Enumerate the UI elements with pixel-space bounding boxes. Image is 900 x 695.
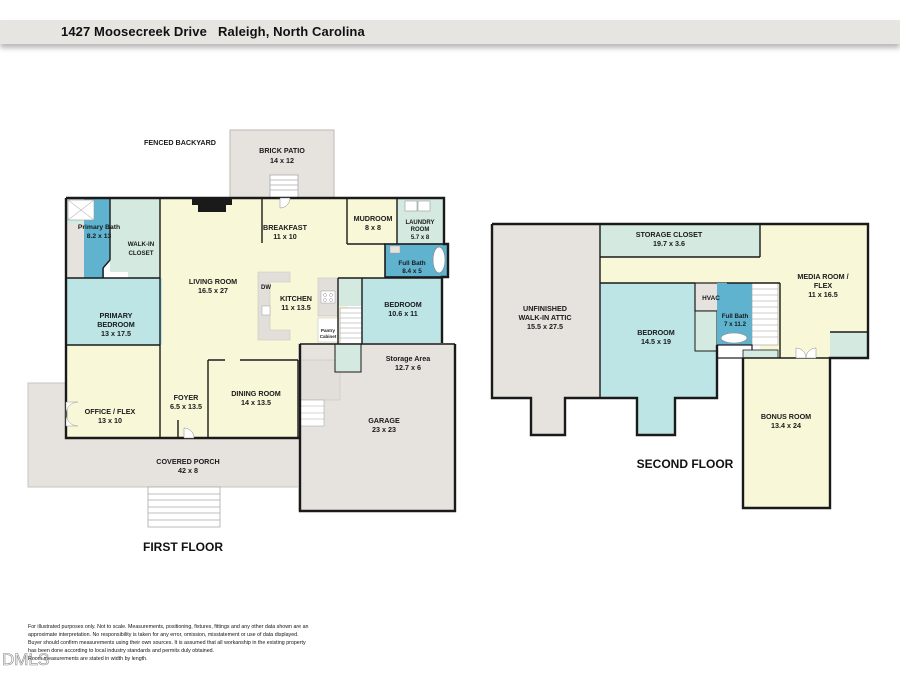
garage-size: 23 x 23	[372, 425, 396, 434]
walk-in-closet-label-1: WALK-IN	[128, 241, 155, 248]
office-fill	[66, 345, 162, 438]
bathtub-icon	[432, 246, 446, 274]
attic-fill	[492, 224, 600, 435]
attic-size: 15.5 x 27.5	[527, 322, 563, 331]
attic-label-2: WALK-IN ATTIC	[518, 313, 571, 322]
living-room-size: 16.5 x 27	[198, 286, 228, 295]
bedroom-size: 10.6 x 11	[388, 309, 418, 318]
disclaimer-line: Room measurements are stated in width by…	[28, 656, 148, 662]
covered-porch-size: 42 x 8	[178, 466, 198, 475]
media-room-size: 11 x 16.5	[808, 290, 838, 299]
porch-steps	[147, 486, 221, 528]
storage-area-label: Storage Area	[386, 354, 431, 363]
kitchen-label: KITCHEN	[280, 294, 312, 303]
primary-bedroom-fill	[66, 278, 162, 345]
disclaimer-line: has been done according to local industr…	[28, 648, 215, 654]
foyer-label: FOYER	[174, 393, 200, 402]
bedroom-fill	[362, 278, 442, 344]
mudroom-label: MUDROOM	[354, 214, 393, 223]
disclaimer-line: approximate interpretation. No responsib…	[28, 632, 299, 638]
attic-label-1: UNFINISHED	[523, 304, 567, 313]
second-bedroom-size: 14.5 x 19	[641, 337, 671, 346]
office-french-door[interactable]	[65, 401, 79, 415]
dishwasher-label: DW	[261, 285, 271, 291]
disclaimer-text: For illustrated purposes only. Not to sc…	[28, 623, 368, 663]
kitchen-sink-icon	[261, 305, 271, 316]
office-flex-label: OFFICE / FLEX	[85, 407, 136, 416]
pantry-cabinet-label-2: Cabinet	[320, 334, 337, 339]
sink-icon	[389, 245, 401, 254]
office-flex-size: 13 x 10	[98, 416, 122, 425]
first-floor-label: FIRST FLOOR	[143, 540, 223, 554]
primary-bedroom-size: 13 x 17.5	[101, 329, 131, 338]
living-room-label: LIVING ROOM	[189, 277, 237, 286]
front-door[interactable]	[183, 427, 195, 439]
patio-steps	[269, 174, 299, 199]
primary-bath-label: Primary Bath	[78, 224, 120, 231]
storage-closet-fill	[600, 224, 760, 257]
first-floor-plan: FENCED BACKYARD BRICK PATIO 14 x 12 Prim…	[27, 129, 457, 554]
stairs-second-floor	[751, 282, 779, 346]
bonus-room-size: 13.4 x 24	[771, 421, 801, 430]
primary-bedroom-label-2: BEDROOM	[97, 320, 135, 329]
mudroom-size: 8 x 8	[365, 223, 381, 232]
garage-label: GARAGE	[368, 416, 400, 425]
primary-bedroom-label-1: PRIMARY	[100, 311, 133, 320]
second-bedroom-label: BEDROOM	[637, 328, 675, 337]
garage-steps	[299, 399, 325, 427]
shower-icon	[67, 199, 95, 221]
laundry-room-size: 5.7 x 8	[411, 235, 430, 241]
brick-patio-label: BRICK PATIO	[259, 146, 305, 155]
breakfast-size: 11 x 10	[273, 232, 297, 241]
walk-in-closet-label-2: CLOSET	[128, 250, 153, 257]
fenced-backyard-label: FENCED BACKYARD	[144, 138, 216, 147]
patio-door[interactable]	[279, 197, 291, 209]
bonus-room-fill	[743, 358, 830, 508]
second-bathtub-icon	[720, 332, 748, 344]
brick-patio-size: 14 x 12	[270, 156, 294, 165]
storage-closet-size: 19.7 x 3.6	[653, 239, 685, 248]
laundry-room-label-1: LAUNDRY	[405, 220, 434, 226]
storage-closet-label: STORAGE CLOSET	[636, 230, 703, 239]
hvac-label: HVAC	[702, 295, 720, 302]
bedroom-label: BEDROOM	[384, 300, 422, 309]
disclaimer-line: Buyer should confirm measurements using …	[28, 640, 306, 646]
pantry-cabinet-label-1: Pantry	[321, 328, 336, 333]
full-bath-size: 8.4 x 5	[402, 268, 422, 275]
second-floor-plan: UNFINISHED WALK-IN ATTIC 15.5 x 27.5 STO…	[490, 222, 870, 510]
dining-room-size: 14 x 13.5	[241, 398, 271, 407]
storage-area-size: 12.7 x 6	[395, 363, 421, 372]
cooktop-icon	[320, 290, 336, 304]
full-bath-label: Full Bath	[398, 260, 425, 267]
stairs-first-floor	[339, 307, 363, 345]
kitchen-size: 11 x 13.5	[281, 303, 311, 312]
washer-dryer-icon	[404, 200, 431, 212]
bonus-room-label: BONUS ROOM	[761, 412, 811, 421]
media-room-fill	[760, 224, 868, 358]
dining-room-label: DINING ROOM	[231, 389, 281, 398]
second-floor-label: SECOND FLOOR	[637, 457, 734, 471]
laundry-room-label-2: ROOM	[411, 227, 430, 233]
fireplace-icon	[192, 198, 232, 212]
second-full-bath-size: 7 x 11.2	[724, 321, 747, 328]
kitchen-island	[257, 271, 291, 341]
media-room-label-1: MEDIA ROOM /	[797, 272, 848, 281]
primary-bath-size: 8.2 x 13	[87, 233, 112, 240]
header-bar: 1427 Moosecreek Drive Raleigh, North Car…	[0, 20, 900, 44]
media-room-label-2: FLEX	[814, 281, 833, 290]
property-address-title: 1427 Moosecreek Drive Raleigh, North Car…	[61, 24, 365, 39]
foyer-size: 6.5 x 13.5	[170, 402, 202, 411]
covered-porch-label: COVERED PORCH	[156, 457, 220, 466]
walk-in-closet-fill	[110, 198, 160, 278]
second-full-bath-label: Full Bath	[722, 313, 749, 320]
disclaimer-line: For illustrated purposes only. Not to sc…	[28, 624, 309, 630]
breakfast-label: BREAKFAST	[263, 223, 308, 232]
mls-watermark: DMLS	[2, 650, 50, 670]
